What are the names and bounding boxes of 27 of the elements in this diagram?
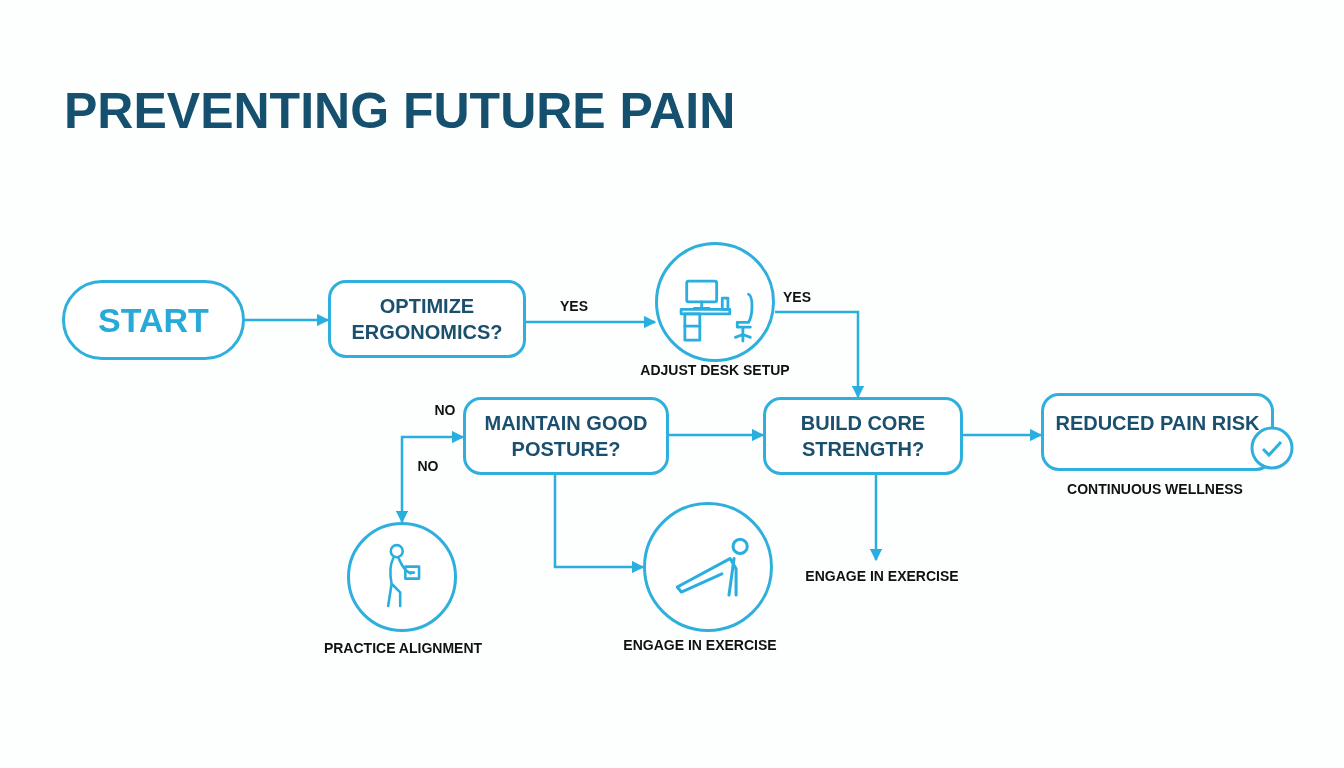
step-label: MAINTAIN GOOD POSTURE? [483, 411, 649, 462]
diagram-title: PREVENTING FUTURE PAIN [64, 82, 736, 140]
process-box [328, 280, 526, 358]
node-caption: ADJUST DESK SETUP [640, 362, 790, 378]
node-caption: PRACTICE ALIGNMENT [323, 640, 483, 656]
start-label: START [98, 307, 209, 333]
branch-label: NO [417, 458, 439, 474]
step-label: ENGAGE IN EXERCISE [800, 564, 964, 588]
process-box [463, 397, 669, 475]
arrow [669, 428, 765, 442]
node-caption: CONTINUOUS WELLNESS [1067, 481, 1243, 497]
arrow [775, 310, 865, 399]
arrow [526, 315, 657, 329]
node-caption: ENGAGE IN EXERCISE [623, 637, 777, 653]
edge-label: YES [560, 298, 588, 314]
arrow [245, 313, 330, 327]
arrow [963, 428, 1043, 442]
process-box [763, 397, 963, 475]
edge-label: YES [783, 289, 811, 305]
process-box [1041, 393, 1274, 471]
step-label: BUILD CORE STRENGTH? [799, 411, 927, 462]
step-label: REDUCED PAIN RISK [1055, 411, 1260, 436]
arrow [553, 475, 645, 574]
step-label: OPTIMIZE ERGONOMICS? [350, 294, 504, 345]
edge-label: NO [434, 402, 456, 418]
arrow [395, 430, 465, 524]
arrow [869, 475, 883, 562]
